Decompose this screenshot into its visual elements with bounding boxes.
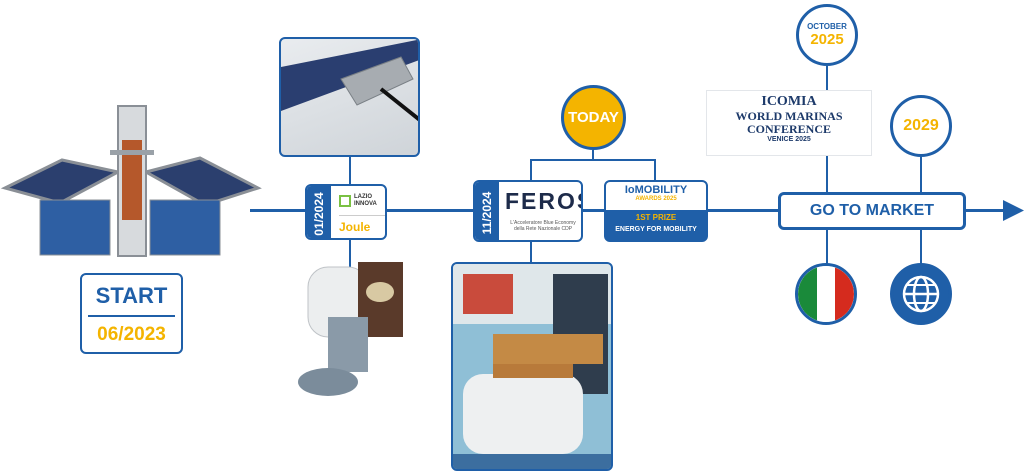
award-box: IoMOBILITY AWARDS 2025 1ST PRIZE ENERGY … xyxy=(604,180,708,242)
icomia-year: 2025 xyxy=(810,31,844,48)
thermal-module-image xyxy=(298,262,403,396)
future-year-circle: 2029 xyxy=(890,95,952,157)
connector-0124-top xyxy=(349,157,351,186)
award-logo-line1: IoMOBILITY xyxy=(624,184,688,196)
icomia-month: OCTOBER xyxy=(807,22,847,31)
start-date: 06/2023 xyxy=(97,324,166,345)
connector-1124-bottom xyxy=(530,242,532,264)
milestone-1124-date: 11/2024 xyxy=(480,191,494,235)
bench-prototype-photo xyxy=(451,262,613,471)
bracket-horizontal xyxy=(530,159,655,161)
go-to-market-label: GO TO MARKET xyxy=(809,202,935,219)
milestone-0124-date: 01/2024 xyxy=(312,192,326,236)
connector-0124-bottom xyxy=(349,240,351,268)
connector-2029 xyxy=(920,157,922,192)
award-category: ENERGY FOR MOBILITY xyxy=(615,226,697,233)
icomia-date-circle: OCTOBER 2025 xyxy=(796,4,858,66)
bracket-left xyxy=(530,159,532,181)
connector-icomia-bottom xyxy=(826,156,828,192)
italy-flag-icon xyxy=(795,263,857,325)
today-label: TODAY xyxy=(568,109,619,126)
connector-globe xyxy=(920,230,922,265)
bracket-right xyxy=(654,159,656,181)
milestone-0124-box: 01/2024 LAZIO INNOVA Joule xyxy=(305,184,387,240)
feros-logo: FEROS xyxy=(505,188,581,214)
connector-today xyxy=(592,150,594,160)
today-circle: TODAY xyxy=(561,85,626,150)
future-year: 2029 xyxy=(903,117,939,134)
solar-device-image xyxy=(0,105,262,257)
connector-icomia-top xyxy=(826,66,828,90)
award-prize: 1ST PRIZE xyxy=(635,213,677,222)
start-box: START 06/2023 xyxy=(80,273,183,354)
globe-icon xyxy=(890,263,952,325)
connector-italy xyxy=(826,230,828,265)
joule-logo: Joule xyxy=(339,220,371,234)
feros-subtitle: L'Acceleratore Blue Economy della Rete N… xyxy=(510,220,576,232)
go-to-market-box: GO TO MARKET xyxy=(778,192,966,230)
panel-detail-photo xyxy=(279,37,420,157)
timeline-arrow-icon xyxy=(1003,200,1024,221)
milestone-1124-box: 11/2024 FEROS L'Acceleratore Blue Econom… xyxy=(473,180,583,242)
lazio-innova-logo: LAZIO INNOVA xyxy=(339,190,385,212)
award-logo-line2: AWARDS 2025 xyxy=(635,196,677,202)
icomia-logo: ICOMIA WORLD MARINAS CONFERENCE VENICE 2… xyxy=(706,90,872,156)
start-label: START xyxy=(95,283,168,308)
